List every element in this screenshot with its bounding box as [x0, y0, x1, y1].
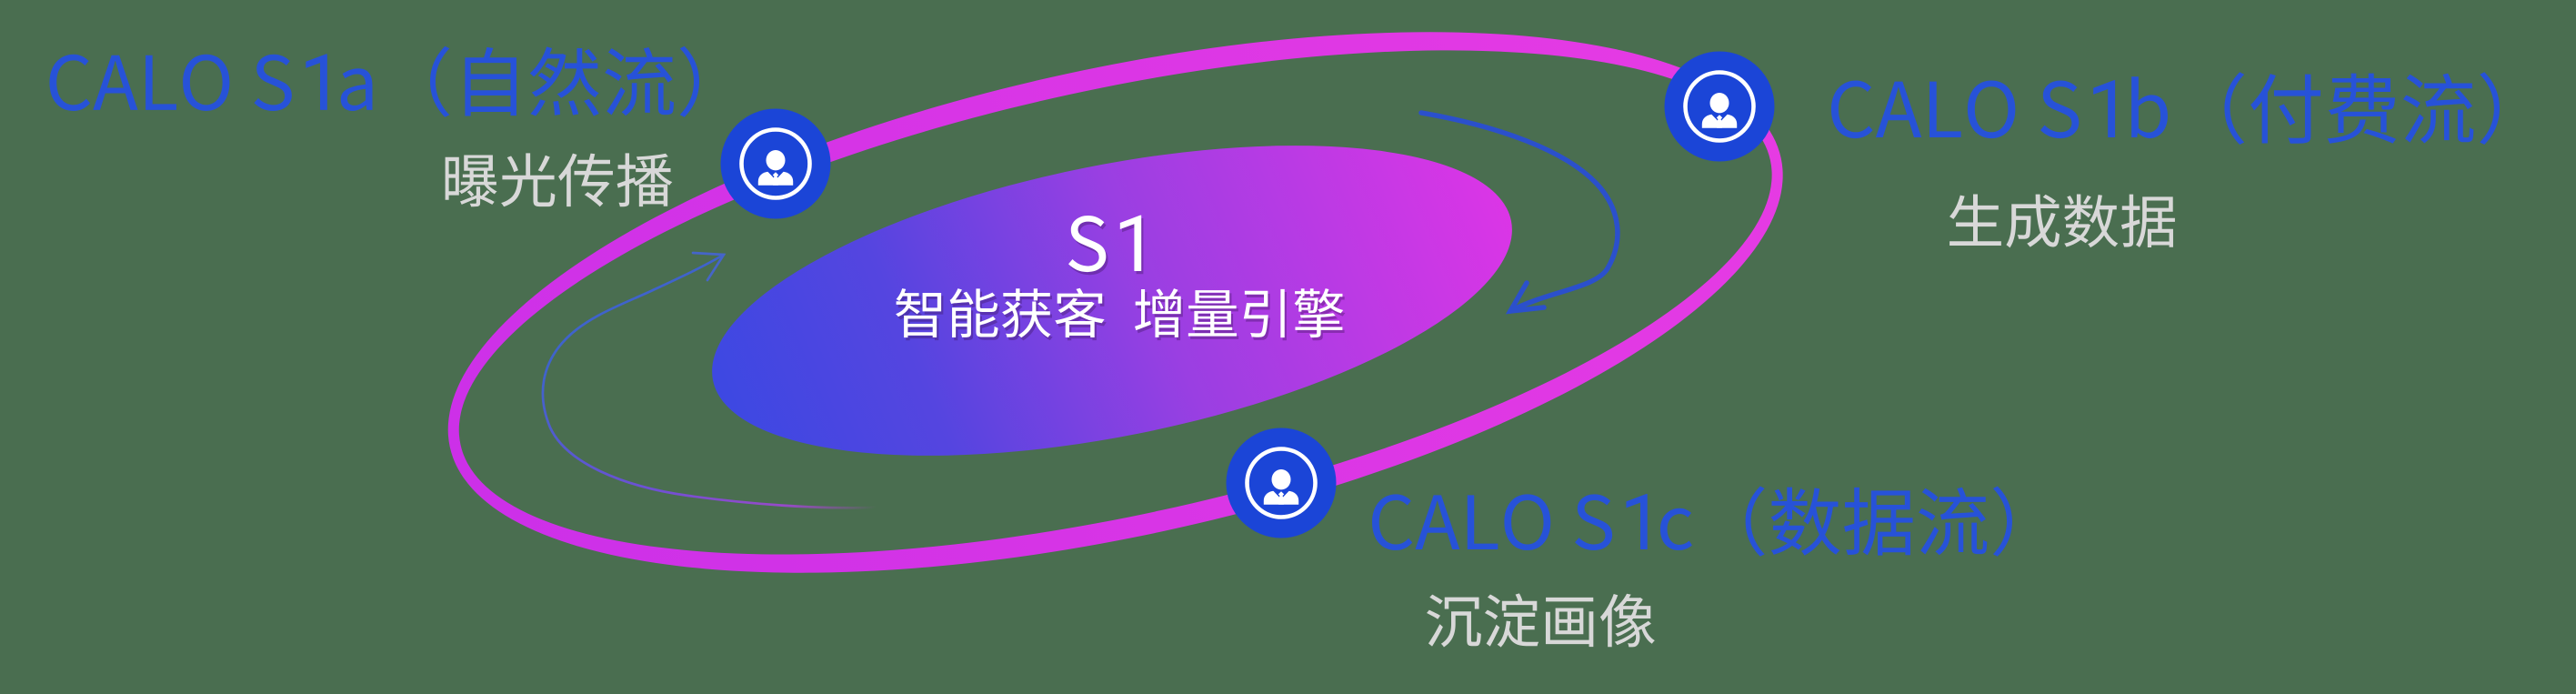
node-title-s1c-glyphs [1372, 486, 2012, 557]
core-subtitle-glyphs-2 [1134, 288, 1346, 341]
node-icon-s1c [1227, 428, 1337, 538]
business-person-icon [1665, 52, 1775, 162]
business-person-icon [721, 109, 831, 219]
node-subtitle-s1c-glyphs [1427, 593, 1655, 648]
core-ellipse [712, 146, 1512, 456]
node-icon-s1b [1665, 52, 1775, 162]
cycle-arrow-left-icon [541, 251, 877, 509]
business-person-icon [1227, 428, 1337, 538]
cycle-arrow-right-icon [1418, 110, 1620, 315]
core-subtitle-glyphs [896, 287, 1107, 341]
core-label-glyphs [1068, 215, 1144, 276]
node-subtitle-s1b-glyphs [1950, 194, 2175, 248]
node-subtitle-s1a-glyphs [445, 153, 673, 207]
node-icon-s1a [721, 109, 831, 219]
node-title-s1b-glyphs [1830, 72, 2500, 146]
